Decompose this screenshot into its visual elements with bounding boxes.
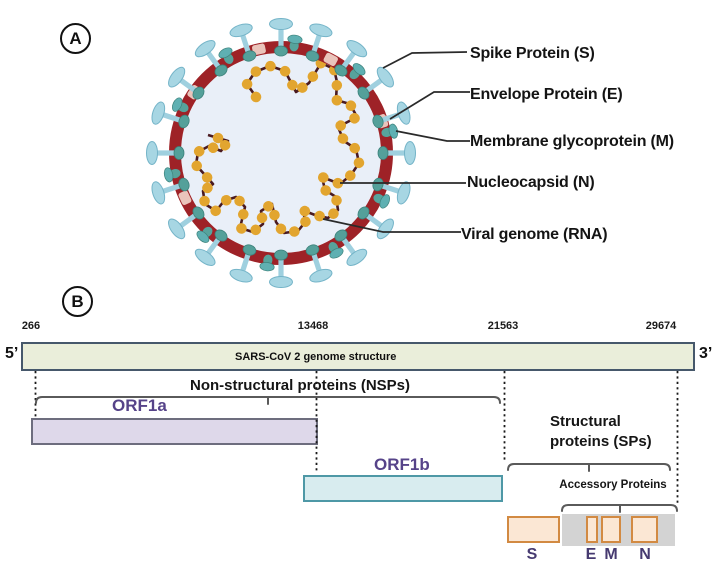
- genome-bar-title: SARS-CoV 2 genome structure: [235, 350, 397, 363]
- panel-b-badge: B: [62, 286, 93, 317]
- orf1b-label: ORF1b: [374, 455, 430, 474]
- structural-proteins-label: Structural proteins (SPs): [550, 413, 652, 450]
- e-gene-label: E: [585, 546, 597, 563]
- five-prime-end: 5’: [5, 345, 19, 362]
- panel-a-badge: A: [60, 23, 91, 54]
- m-gene-box: [601, 516, 621, 543]
- viral-rna-genome: [190, 57, 365, 239]
- viral-membrane-ring: [169, 41, 393, 265]
- label-envelope-protein: Envelope Protein (E): [470, 86, 623, 103]
- sp-bracket: [507, 463, 671, 472]
- genome-position-21563: 21563: [487, 320, 519, 332]
- s-gene-box: [507, 516, 560, 543]
- m-gene-label: M: [604, 546, 618, 563]
- n-gene-box: [631, 516, 658, 543]
- accessory-bracket: [561, 504, 678, 513]
- nsp-label: Non-structural proteins (NSPs): [189, 377, 411, 394]
- e-gene-box: [586, 516, 598, 543]
- n-gene-label: N: [639, 546, 651, 563]
- virus-interior: [181, 53, 381, 253]
- genome-position-13468: 13468: [297, 320, 329, 332]
- orf1a-box: [31, 418, 318, 445]
- label-nucleocapsid: Nucleocapsid (N): [467, 174, 595, 191]
- label-spike-protein: Spike Protein (S): [470, 45, 595, 62]
- s-gene-label: S: [526, 546, 538, 563]
- label-membrane-glycoprotein: Membrane glycoprotein (M): [470, 133, 674, 150]
- annotation-lines: [322, 51, 470, 233]
- orf1a-label: ORF1a: [112, 396, 167, 415]
- accessory-proteins-label: Accessory Proteins: [559, 479, 667, 491]
- label-viral-genome: Viral genome (RNA): [461, 226, 608, 243]
- genome-position-29674: 29674: [645, 320, 677, 332]
- genome-bar: SARS-CoV 2 genome structure: [21, 342, 695, 371]
- orf1b-box: [303, 475, 503, 502]
- genome-position-266: 266: [21, 320, 41, 332]
- coronavirus-illustration: [146, 18, 470, 288]
- nsp-bracket: [35, 396, 501, 405]
- three-prime-end: 3’: [699, 345, 713, 362]
